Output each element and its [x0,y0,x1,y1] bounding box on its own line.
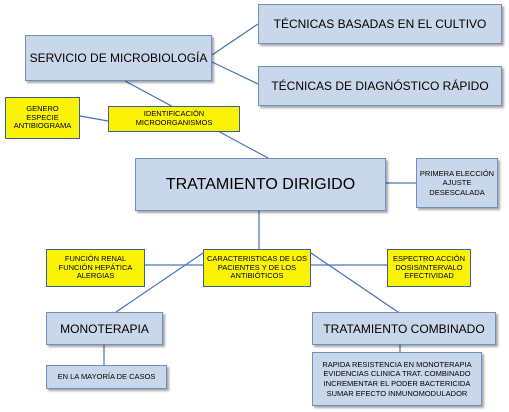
caracteristicas-box: CARACTERISTICAS DE LOS PACIENTES Y DE LO… [203,249,311,287]
funcion-renal-box: FUNCIÓN RENAL FUNCIÓN HEPÁTICA ALERGIAS [46,249,145,287]
efectividad-line: EFECTIVIDAD [404,271,454,281]
combinado-razones-box: RAPIDA RESISTENCIA EN MONOTERAPIA EVIDEN… [312,352,482,406]
tratamiento-combinado-box: TRATAMIENTO COMBINADO [312,312,496,345]
mayoria-casos-label: EN LA MAYORÍA DE CASOS [57,372,156,382]
primera-eleccion-line: PRIMERA ELECCIÓN [419,168,495,178]
caracteristicas-line-2: PACIENTES Y DE LOS [217,262,297,272]
razon-inmunomodulador: SUMAR EFECTO INMUNOMODULADOR [326,388,468,398]
dosis-intervalo-line: DOSIS/INTERVALO [395,262,463,272]
connector-servicio-cultivo [211,23,259,56]
espectro-accion-box: ESPECTRO ACCIÓN DOSIS/INTERVALO EFECTIVI… [387,249,471,287]
servicio-microbiologia-box: SERVICIO DE MICROBIOLOGÍA [25,35,212,81]
caracteristicas-line-1: CARACTERISTICAS DE LOS [206,254,308,264]
antibiograma-line: ANTIBIOGRAMA [13,121,72,131]
espectro-accion-line: ESPECTRO ACCIÓN [392,254,466,264]
genero-line: GENERO [26,104,59,114]
tecnicas-cultivo-box: TÉCNICAS BASADAS EN EL CULTIVO [258,4,502,44]
razon-resistencia: RAPIDA RESISTENCIA EN MONOTERAPIA [322,359,472,369]
identificacion-line: IDENTIFICACIÓN [143,109,205,119]
tecnicas-rapido-label: TÉCNICAS DE DIAGNÓSTICO RÁPIDO [271,79,489,93]
mayoria-casos-box: EN LA MAYORÍA DE CASOS [46,365,167,389]
genero-especie-box: GENERO ESPECIE ANTIBIOGRAMA [5,97,80,139]
connector-caracteristicas-monoterapia [115,252,204,313]
tecnicas-rapido-box: TÉCNICAS DE DIAGNÓSTICO RÁPIDO [258,66,502,106]
connector-servicio-rapido [211,61,259,85]
razon-evidencias: EVIDENCIAS CLINICA TRAT. COMBINADO [323,369,471,379]
tratamiento-combinado-label: TRATAMIENTO COMBINADO [323,321,485,336]
funcion-hepatica-line: FUNCIÓN HEPÁTICA [58,262,133,272]
connector-caracteristicas-combinado [310,252,399,313]
alergias-line: ALERGIAS [76,271,115,281]
especie-line: ESPECIE [26,112,59,122]
funcion-renal-line: FUNCIÓN RENAL [64,254,127,264]
desescalada-line: DESESCALADA [429,187,485,197]
monoterapia-box: MONOTERAPIA [46,312,163,345]
razon-bactericida: INCREMENTAR EL PODER BACTERICIDA [323,379,471,388]
tecnicas-cultivo-label: TÉCNICAS BASADAS EN EL CULTIVO [273,17,487,31]
monoterapia-label: MONOTERAPIA [60,321,149,336]
tratamiento-dirigido-box: TRATAMIENTO DIRIGIDO [135,158,386,211]
connector-identificacion-genero [79,115,109,122]
primera-eleccion-box: PRIMERA ELECCIÓN AJUSTE DESESCALADA [416,158,498,208]
tratamiento-dirigido-label: TRATAMIENTO DIRIGIDO [165,175,356,193]
ajuste-line: AJUSTE [442,178,472,188]
microorganismos-line: MICROORGANISMOS [135,118,213,127]
servicio-microbiologia-label: SERVICIO DE MICROBIOLOGÍA [29,51,208,65]
caracteristicas-line-3: ANTIBIÓTICOS [230,271,284,281]
identificacion-box: IDENTIFICACIÓN MICROORGANISMOS [108,106,240,132]
